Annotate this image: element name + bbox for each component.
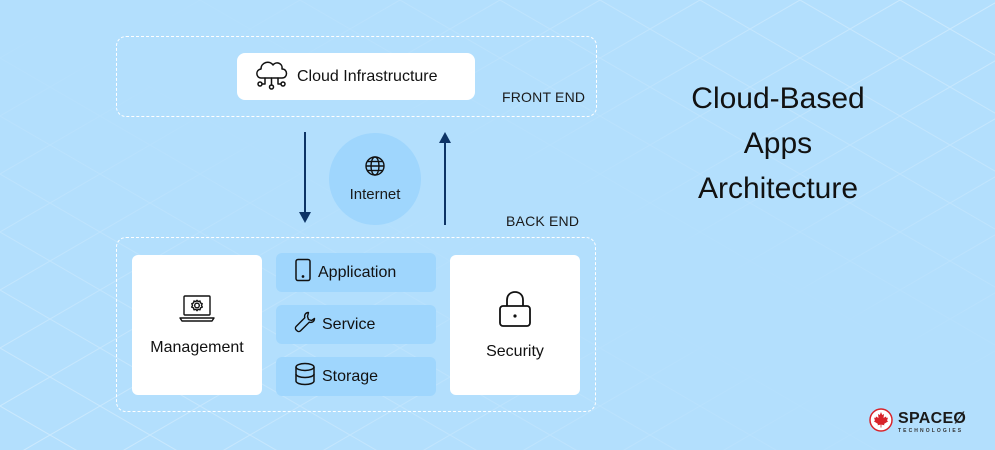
title-line-1: Cloud-Based <box>691 82 865 115</box>
database-icon <box>294 362 316 391</box>
back-end-container <box>116 237 596 412</box>
globe-icon <box>364 155 386 182</box>
storage-label: Storage <box>322 367 379 385</box>
arrow-down-icon <box>299 132 311 223</box>
application-node[interactable]: Application <box>276 253 436 292</box>
cloud-infrastructure-label: Cloud Infrastructure <box>297 67 438 85</box>
internet-label: Internet <box>349 186 401 203</box>
management-node[interactable]: Management <box>132 255 262 395</box>
padlock-icon <box>498 290 532 333</box>
laptop-gear-icon <box>179 294 215 329</box>
maple-leaf-icon <box>869 408 893 437</box>
security-label: Security <box>486 342 544 360</box>
logo-subtitle-text: TECHNOLOGIES <box>898 428 964 434</box>
front-end-label: FRONT END <box>502 89 586 105</box>
service-label: Service <box>322 315 376 333</box>
mobile-phone-icon <box>294 258 312 287</box>
internet-node[interactable]: Internet <box>329 133 421 225</box>
security-node[interactable]: Security <box>450 255 580 395</box>
title-line-2: Apps <box>743 127 813 160</box>
cloud-network-icon <box>253 56 291 97</box>
back-end-label: BACK END <box>506 213 580 229</box>
wrench-icon <box>294 311 316 338</box>
management-label: Management <box>150 338 244 356</box>
logo-brand-text: SPACEØ <box>898 410 967 427</box>
service-node[interactable]: Service <box>276 305 436 344</box>
storage-node[interactable]: Storage <box>276 357 436 396</box>
application-label: Application <box>318 263 397 281</box>
diagram-title: Cloud-Based Apps Architecture <box>640 76 916 211</box>
arrow-up-icon <box>439 132 451 225</box>
front-end-container <box>116 36 597 117</box>
title-line-3: Architecture <box>697 172 859 205</box>
cloud-infrastructure-node[interactable]: Cloud Infrastructure <box>237 53 475 100</box>
company-logo: SPACEØ TECHNOLOGIES <box>869 408 966 437</box>
